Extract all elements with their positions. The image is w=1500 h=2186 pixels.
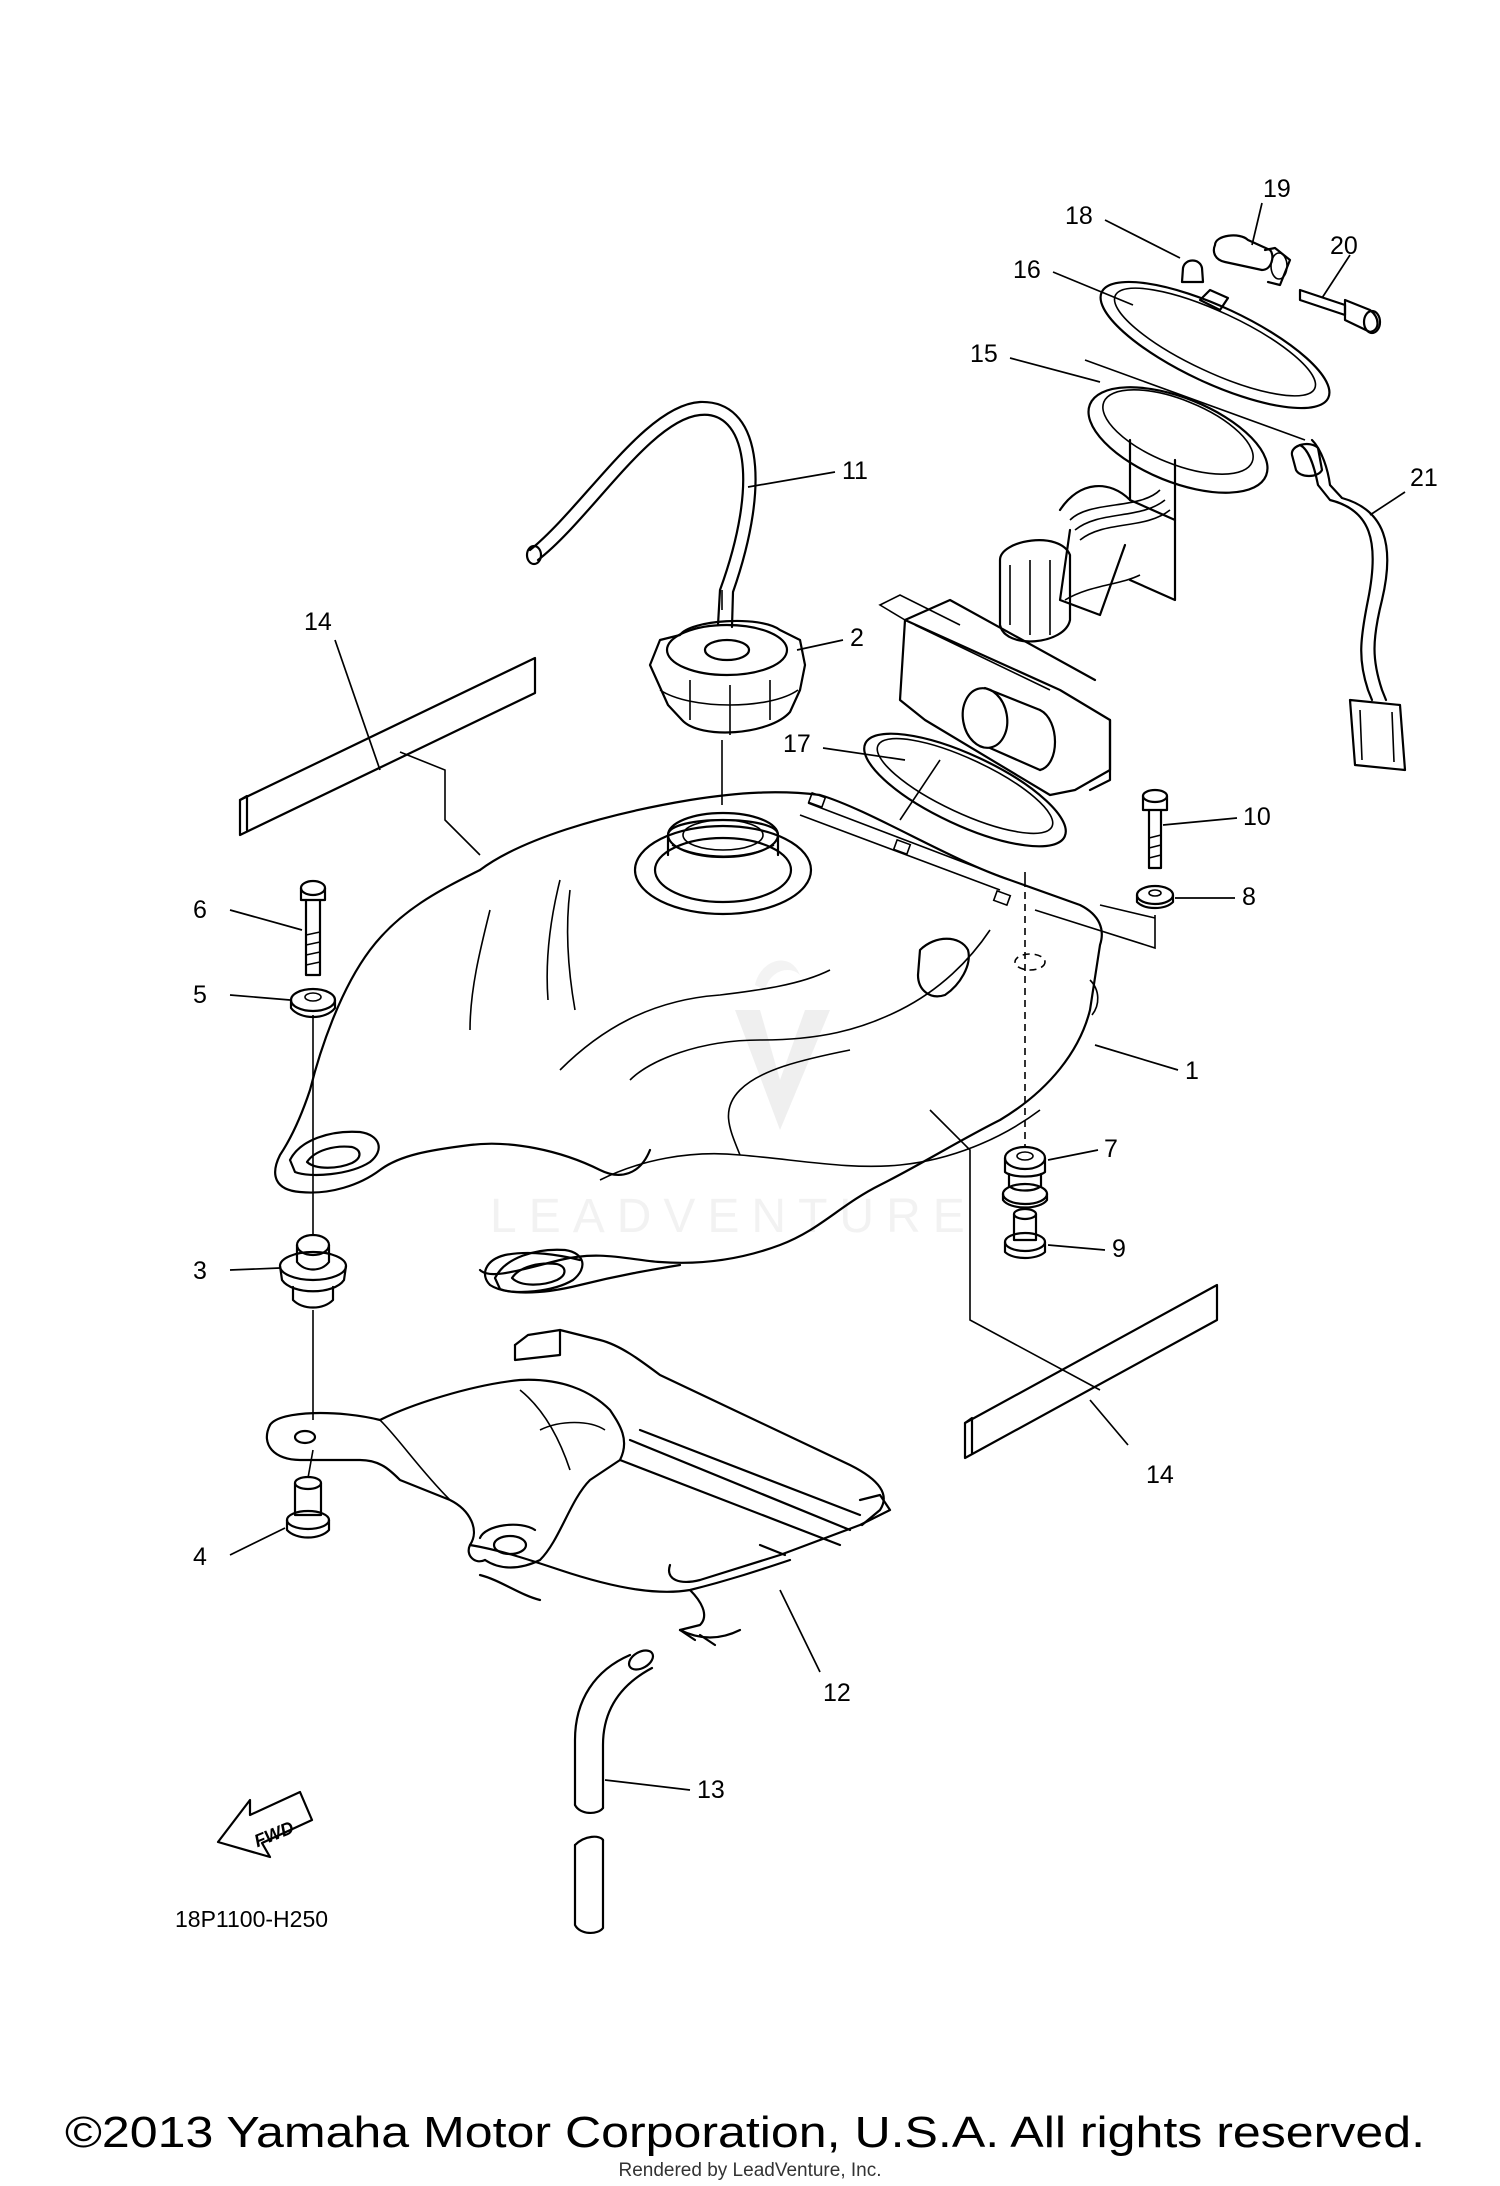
bolt-20 [1298, 288, 1382, 335]
fuel-cap [648, 619, 807, 735]
watermark-logo: LEADVENTURE [490, 960, 977, 1243]
drain-hose-13 [573, 1649, 655, 1934]
callout-17: 17 [783, 730, 811, 758]
callout-3: 3 [193, 1257, 207, 1285]
tank-bracket-12 [265, 1328, 892, 1647]
callout-5: 5 [193, 981, 207, 1009]
callout-11: 11 [842, 457, 868, 485]
washer-8 [1135, 884, 1175, 910]
rendered-by-text: Rendered by LeadVenture, Inc. [618, 2160, 881, 2181]
fwd-label: FWD [251, 1817, 296, 1851]
fitting-19 [1212, 234, 1292, 287]
collar-9 [1003, 1207, 1047, 1260]
watermark-text: LEADVENTURE [490, 1190, 977, 1243]
seal-strip-14-left [238, 656, 537, 837]
bolt-6 [299, 879, 327, 977]
copyright-text: ©2013 Yamaha Motor Corporation, U.S.A. A… [65, 2108, 1425, 2157]
callout-21: 21 [1410, 464, 1438, 492]
callout-6: 6 [193, 896, 207, 924]
callout-labels: 1 2 3 4 5 6 7 8 9 10 11 12 13 14 14 15 1… [193, 175, 1438, 1804]
grommet-3 [278, 1233, 348, 1309]
callout-7: 7 [1104, 1135, 1118, 1163]
seal-strip-14-right [963, 1283, 1219, 1460]
washer-5 [289, 987, 337, 1019]
callout-18: 18 [1065, 202, 1093, 230]
callout-4: 4 [193, 1543, 207, 1571]
callout-20: 20 [1330, 232, 1358, 260]
callout-leaders [229, 202, 1406, 1791]
nut-18 [1180, 259, 1205, 284]
diagram-code: 18P1100-H250 [175, 1906, 328, 1932]
pump-gasket-17 [863, 732, 1067, 848]
callout-12: 12 [823, 1679, 851, 1707]
callout-15: 15 [970, 340, 998, 368]
collar-4 [285, 1475, 331, 1539]
pump-gasket-16 [1099, 280, 1331, 410]
fuel-pump-assembly [878, 386, 1269, 797]
bolt-10 [1141, 788, 1169, 870]
callout-16: 16 [1013, 256, 1041, 284]
grommet-7 [1001, 1145, 1049, 1209]
reference-lines [307, 359, 1306, 1479]
fwd-arrow-icon: FWD [216, 1790, 314, 1859]
callout-10: 10 [1243, 803, 1271, 831]
breather-hose [525, 400, 757, 629]
callout-8: 8 [1242, 883, 1256, 911]
fuel-tank [274, 791, 1103, 1294]
callout-14a: 14 [304, 608, 332, 636]
callout-14b: 14 [1146, 1461, 1174, 1489]
callout-13: 13 [697, 1776, 725, 1804]
callout-9: 9 [1112, 1235, 1126, 1263]
callout-1: 1 [1185, 1057, 1199, 1085]
callout-2: 2 [850, 624, 864, 652]
callout-19: 19 [1263, 175, 1291, 203]
lead-wire-21 [1290, 438, 1407, 772]
